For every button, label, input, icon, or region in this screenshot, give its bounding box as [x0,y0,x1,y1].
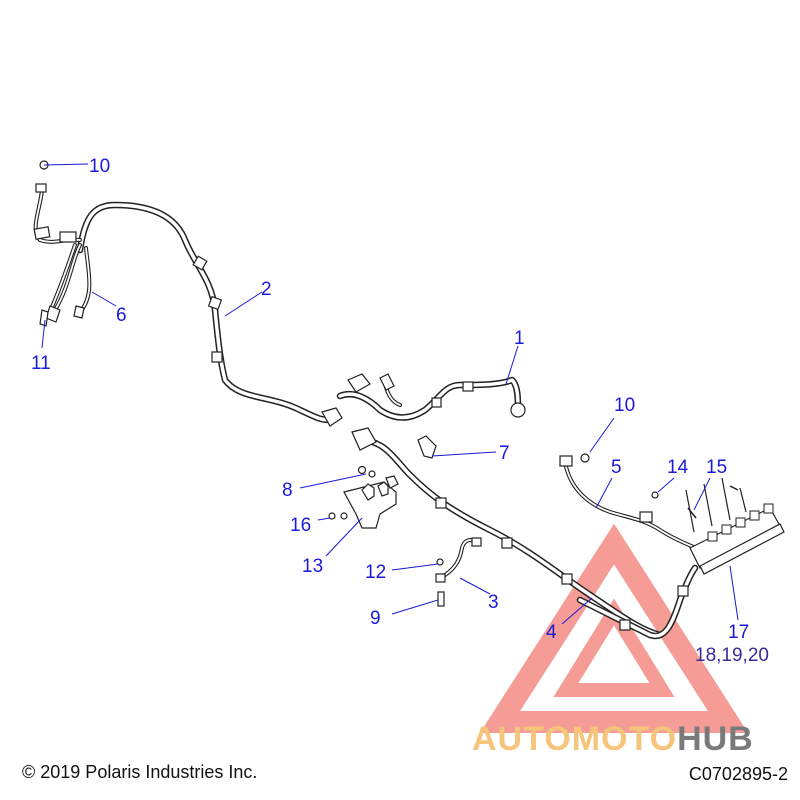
callout-1: 1 [514,328,525,349]
leader-lines [41,163,739,625]
callout-3: 3 [488,592,499,613]
fasteners [39,160,739,607]
sub-harness-6 [33,183,92,327]
callout-9: 9 [370,608,381,629]
cable-harness-2 [76,201,343,427]
callout-2: 2 [261,279,272,300]
callout-11: 11 [31,353,51,374]
callout-10-right: 10 [614,395,635,416]
callout-7: 7 [499,443,510,464]
callout-18-19-20: 18,19,20 [695,645,769,666]
copyright-notice: © 2019 Polaris Industries Inc. [22,762,258,782]
bracket-13 [343,475,399,529]
cable-4 [351,427,699,640]
callout-4: 4 [546,622,557,643]
callout-12: 12 [365,562,386,583]
clip-7 [417,435,437,459]
cable-3 [435,537,482,583]
watermark-text: AUTOMOTOHUB [472,720,754,758]
callout-14: 14 [667,457,689,478]
callout-13: 13 [302,556,323,577]
callout-17: 17 [728,622,749,643]
watermark-text-part2: HUB [677,720,754,758]
callout-16: 16 [290,515,311,536]
svg-text:AUTOMOTOHUB: AUTOMOTOHUB [472,720,754,758]
callout-6: 6 [116,305,127,326]
callout-15: 15 [706,457,727,478]
cable-1 [336,373,526,421]
callout-8: 8 [282,480,293,501]
callout-10-top: 10 [89,156,110,177]
figure-code: C0702895-2 [688,764,788,784]
fuse-block-17 [685,477,785,575]
callout-labels: 10 2 6 11 1 10 7 5 14 15 8 16 13 12 3 9 … [31,156,769,666]
cable-5 [559,455,702,552]
watermark-logo [479,523,749,733]
watermark-text-part1: AUTOMOTO [472,720,677,758]
callout-5: 5 [611,457,622,478]
